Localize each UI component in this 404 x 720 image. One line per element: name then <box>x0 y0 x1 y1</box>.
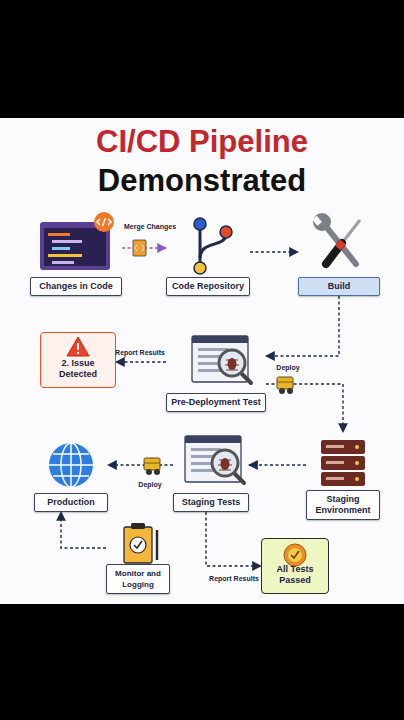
stage-node: Monitor and Logging <box>106 518 170 594</box>
test-report-icon <box>192 336 251 383</box>
stage-node: Staging Environment <box>306 432 380 520</box>
deploy-icon <box>144 458 160 475</box>
edge-label: Deploy <box>276 363 299 372</box>
node-label: Code Repository <box>166 277 250 296</box>
tools-icon <box>312 213 360 264</box>
server-icon <box>321 440 365 486</box>
merge-icon <box>133 240 146 256</box>
flow-arrow <box>108 464 173 465</box>
result-box: All Tests Passed <box>261 538 329 594</box>
stage-node: Pre-Deployment Test <box>166 328 266 412</box>
code-window-icon <box>40 212 114 270</box>
edge-label: Deploy <box>138 480 161 489</box>
node-label: Staging Tests <box>173 493 249 512</box>
node-label: Production <box>34 493 108 512</box>
title: CI/CD Pipeline Demonstrated <box>52 122 352 200</box>
node-label: Monitor and Logging <box>106 564 170 594</box>
issue-box: 2. Issue Detected <box>40 332 116 388</box>
stage-node: Staging Tests <box>173 432 249 512</box>
node-label: Changes in Code <box>30 277 122 296</box>
stage-node: Production <box>34 432 108 512</box>
flow-arrow <box>206 512 261 566</box>
stage-node: Changes in Code <box>30 212 122 296</box>
flow-arrow <box>266 384 343 432</box>
edge-label: Merge Changes <box>124 222 176 231</box>
clipboard-icon <box>124 523 157 563</box>
edge-label: Report Results <box>209 574 259 583</box>
flow-arrow <box>266 296 339 356</box>
flow-arrow <box>61 512 106 548</box>
node-label: All Tests Passed <box>262 561 328 589</box>
node-label: Build <box>298 277 380 296</box>
globe-icon <box>49 443 93 487</box>
stage-node: Code Repository <box>166 212 250 296</box>
stage-node: Build <box>298 208 380 296</box>
flow-arrow <box>116 361 166 362</box>
node-label: Staging Environment <box>306 490 380 520</box>
edge-label: Report Results <box>115 348 165 357</box>
flow-arrow <box>250 251 298 252</box>
flow-arrow <box>249 464 306 465</box>
node-label: 2. Issue Detected <box>41 355 115 383</box>
git-branch-icon <box>194 218 232 274</box>
deploy-icon <box>277 377 293 394</box>
node-label: Pre-Deployment Test <box>166 393 266 412</box>
test-report-icon <box>185 436 244 483</box>
